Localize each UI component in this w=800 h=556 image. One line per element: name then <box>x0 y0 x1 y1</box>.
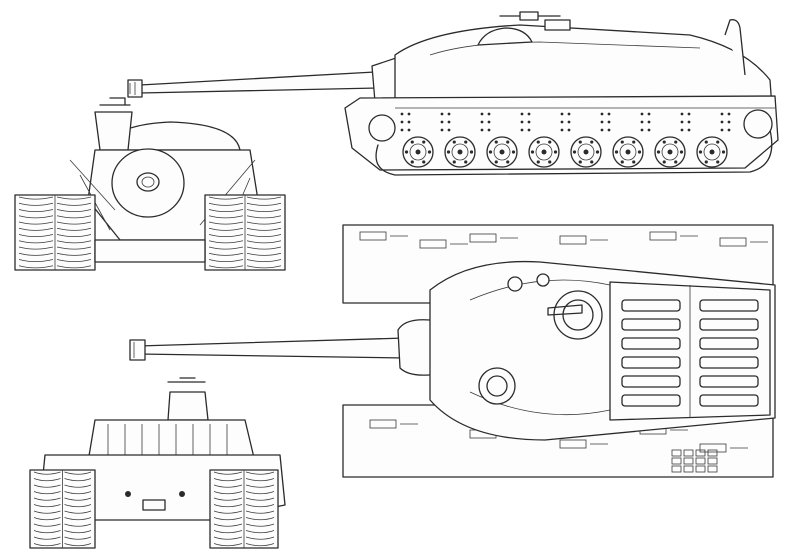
road-wheel <box>486 136 518 168</box>
front-gun-muzzle <box>136 172 160 192</box>
top-commander-hatch <box>478 367 516 405</box>
side-superstructure <box>394 24 773 109</box>
side-crane-arm <box>724 19 746 76</box>
top-engine-grilles <box>621 299 759 407</box>
rear-deck-slats <box>107 424 228 458</box>
road-wheel <box>612 136 644 168</box>
top-gun-barrel <box>129 337 406 361</box>
front-cupola <box>94 111 133 151</box>
road-wheel <box>654 136 686 168</box>
road-wheel <box>402 136 434 168</box>
road-wheel <box>696 136 728 168</box>
rear-tow-hook <box>142 499 166 511</box>
top-cupola <box>547 290 603 340</box>
rear-view <box>29 377 286 549</box>
top-view <box>129 224 776 478</box>
rear-cupola <box>167 391 209 421</box>
side-idler-wheel <box>368 114 396 142</box>
side-track <box>375 129 773 176</box>
side-view <box>127 11 779 176</box>
front-track-right <box>204 194 286 271</box>
front-track-left <box>14 194 96 271</box>
rear-track-left <box>29 469 96 549</box>
top-periscope-right <box>536 273 550 287</box>
side-cupola <box>477 27 533 46</box>
top-periscope-left <box>507 276 523 292</box>
rear-track-right <box>209 469 279 549</box>
side-machine-gun <box>499 11 571 31</box>
road-wheel <box>570 136 602 168</box>
side-skirt-rivets <box>400 112 731 132</box>
side-drive-sprocket <box>743 109 773 139</box>
road-wheel <box>444 136 476 168</box>
road-wheel <box>528 136 560 168</box>
side-road-wheels <box>402 136 728 168</box>
front-view <box>14 97 286 271</box>
